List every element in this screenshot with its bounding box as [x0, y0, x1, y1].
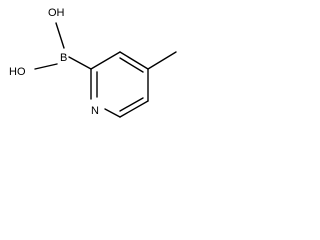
bond-b-oh-bottom — [34, 63, 58, 70]
atom-label-oh-top: OH — [48, 7, 65, 19]
bond-c3-c4-outer — [119, 51, 149, 70]
bond-c2-c3 — [90, 51, 121, 70]
atom-label-boron: B — [60, 52, 67, 64]
bond-b-c2 — [68, 56, 92, 70]
bond-c5-methyl — [147, 51, 177, 70]
bond-c5-c6-inner — [119, 97, 144, 112]
bond-c5-c6-outer — [119, 100, 149, 118]
atom-label-nitrogen: N — [91, 105, 99, 117]
chemical-structure: OH HO B N — [9, 7, 177, 118]
bond-c6-n — [104, 108, 121, 118]
atom-label-oh-bottom: HO — [9, 66, 26, 78]
bond-b-oh-top — [55, 22, 65, 49]
bond-c3-c4-inner — [119, 57, 144, 73]
